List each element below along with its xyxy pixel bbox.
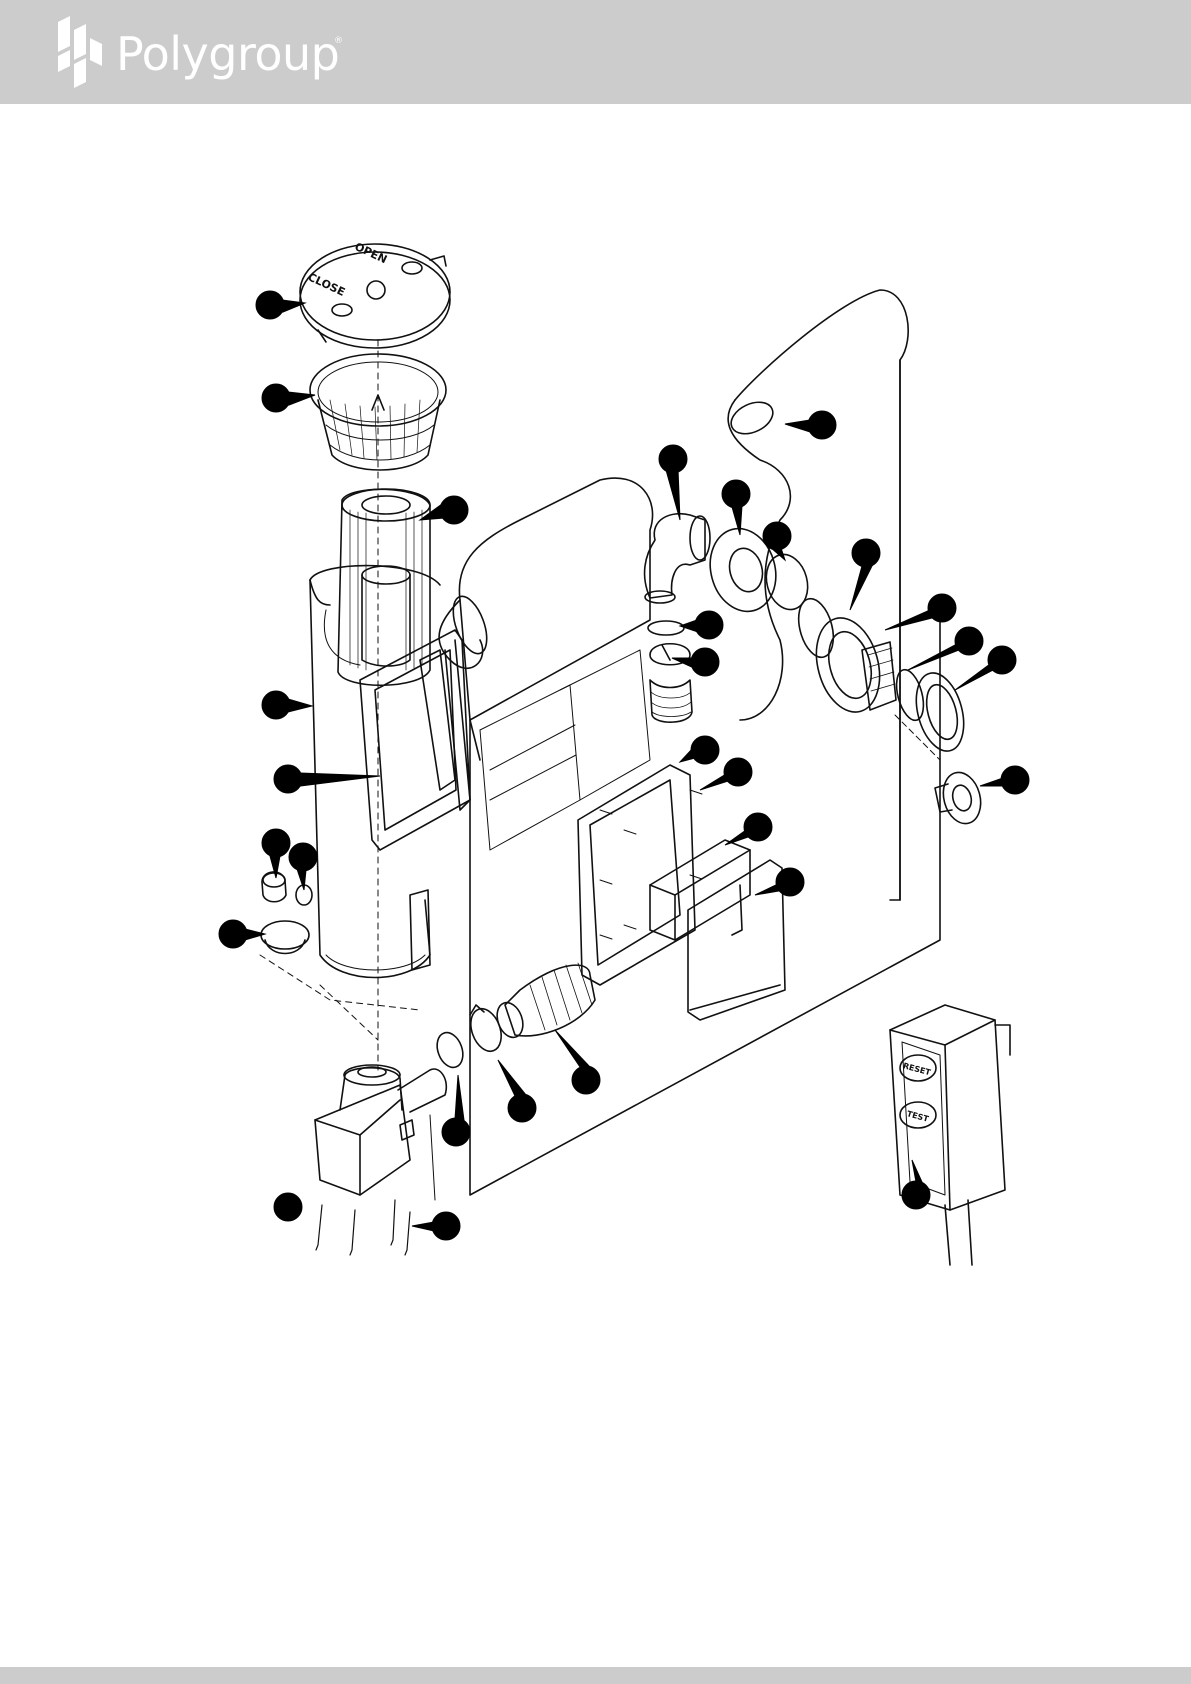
callout-eyeball [980,766,1029,794]
callout-hose-clamp [672,648,719,676]
o-ring [648,621,684,635]
wall-fitting-washer [892,667,929,723]
callout-weir [725,813,772,845]
lid-close-label: CLOSE [306,270,347,298]
callout-wall [785,411,836,439]
gfci-control-box [890,1005,1010,1265]
return-elbow [645,514,710,603]
callout-fitting-body [908,627,983,670]
callout-body [262,691,312,719]
callout-side-fitting [219,920,265,948]
page-footer [0,1667,1191,1684]
page-header: Polygroup ® [0,0,1191,104]
eyeball-fitting [935,768,986,828]
callout-return-flange [722,480,750,535]
callout-control-box [902,1160,930,1209]
polygroup-logo: Polygroup ® [56,16,346,88]
faceplate [578,765,702,985]
gasket-outline [480,650,650,850]
filter-cartridge [324,489,430,685]
callout-pump [274,1193,302,1221]
polygroup-logo-mark-icon [56,16,104,88]
callout-faceplate-gasket [680,736,719,764]
callout-basket [262,384,315,412]
exploded-parts-diagram: OPEN CLOSE [0,230,1191,1270]
callout-plug [262,829,290,878]
registered-mark: ® [334,36,343,46]
reset-button-label: RESET [902,1061,932,1077]
side-fitting [261,921,309,954]
brand-name: Polygroup [116,26,339,82]
return-gasket [760,550,813,614]
drain-plug [262,872,286,902]
hose-right [650,680,692,722]
callout-fitting-flange [885,594,956,630]
callout-frame [274,765,380,793]
flex-hose [493,963,595,1041]
callout-elbow [659,445,687,520]
callout-o-ring [680,611,723,639]
bottom-gasket [433,1029,468,1071]
callout-plug-oring [289,843,317,890]
callout-bottom-clamp [498,1060,536,1122]
pool-wall-right [726,290,908,900]
pump-screws [316,1200,410,1255]
callout-door [755,868,804,896]
test-button-label: TEST [906,1109,930,1124]
callout-fitting-gasket [850,539,880,610]
pump-motor [315,1065,446,1195]
skimmer-body [310,566,440,978]
callout-lid [256,291,305,319]
callout-flex-hose [555,1030,600,1094]
bottom-clamp [465,1005,506,1056]
skimmer-door [688,860,785,1020]
callout-screws [412,1212,460,1240]
